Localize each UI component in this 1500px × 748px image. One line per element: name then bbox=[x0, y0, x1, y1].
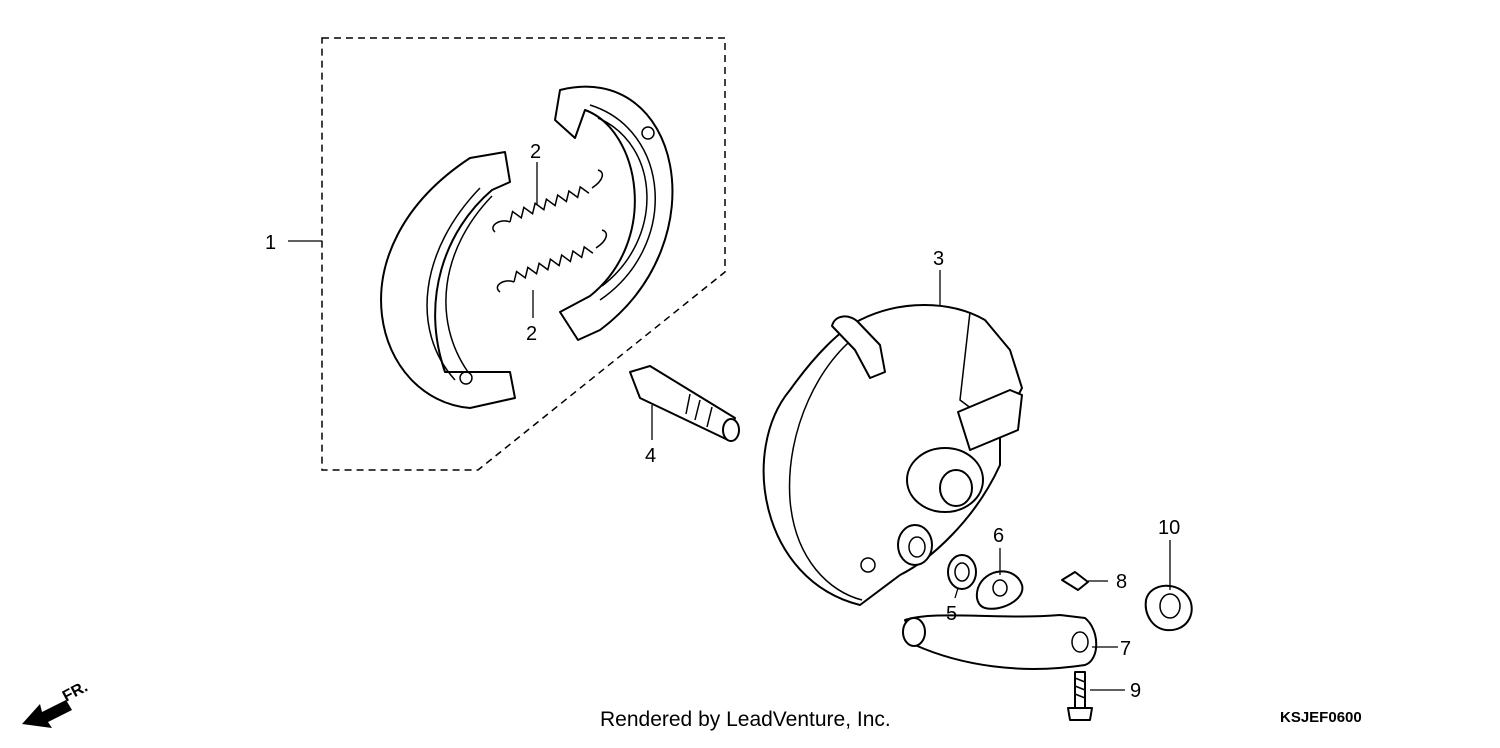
callout-2-lower: 2 bbox=[526, 323, 537, 345]
callout-3: 3 bbox=[933, 248, 944, 270]
front-direction-arrow-icon: FR. bbox=[22, 678, 91, 728]
brake-arm bbox=[902, 614, 1098, 670]
brake-panel bbox=[762, 304, 1023, 606]
shoe-kit-boundary bbox=[321, 37, 726, 471]
callout-9: 9 bbox=[1130, 680, 1141, 702]
brake-cam bbox=[629, 365, 740, 442]
wear-pointer bbox=[1061, 571, 1089, 591]
drawing-code: KSJEF0600 bbox=[1280, 709, 1362, 726]
callout-7: 7 bbox=[1120, 638, 1131, 660]
callout-10: 10 bbox=[1158, 517, 1180, 539]
callout-5: 5 bbox=[946, 603, 957, 625]
spring-lower bbox=[496, 229, 608, 293]
spring-upper bbox=[492, 169, 604, 233]
dust-seal bbox=[947, 554, 977, 590]
leader-lines bbox=[288, 162, 1171, 691]
callout-1: 1 bbox=[265, 232, 276, 254]
callout-8: 8 bbox=[1116, 571, 1127, 593]
callout-2-upper: 2 bbox=[530, 141, 541, 163]
brake-shoe-right bbox=[554, 85, 674, 341]
arm-bolt bbox=[1067, 671, 1093, 721]
brake-shoe-left bbox=[380, 151, 516, 409]
callout-4: 4 bbox=[645, 445, 656, 467]
flange-nut bbox=[1144, 584, 1193, 632]
wear-indicator-plate bbox=[975, 570, 1024, 610]
render-credit: Rendered by LeadVenture, Inc. bbox=[600, 708, 891, 731]
callout-6: 6 bbox=[993, 525, 1004, 547]
